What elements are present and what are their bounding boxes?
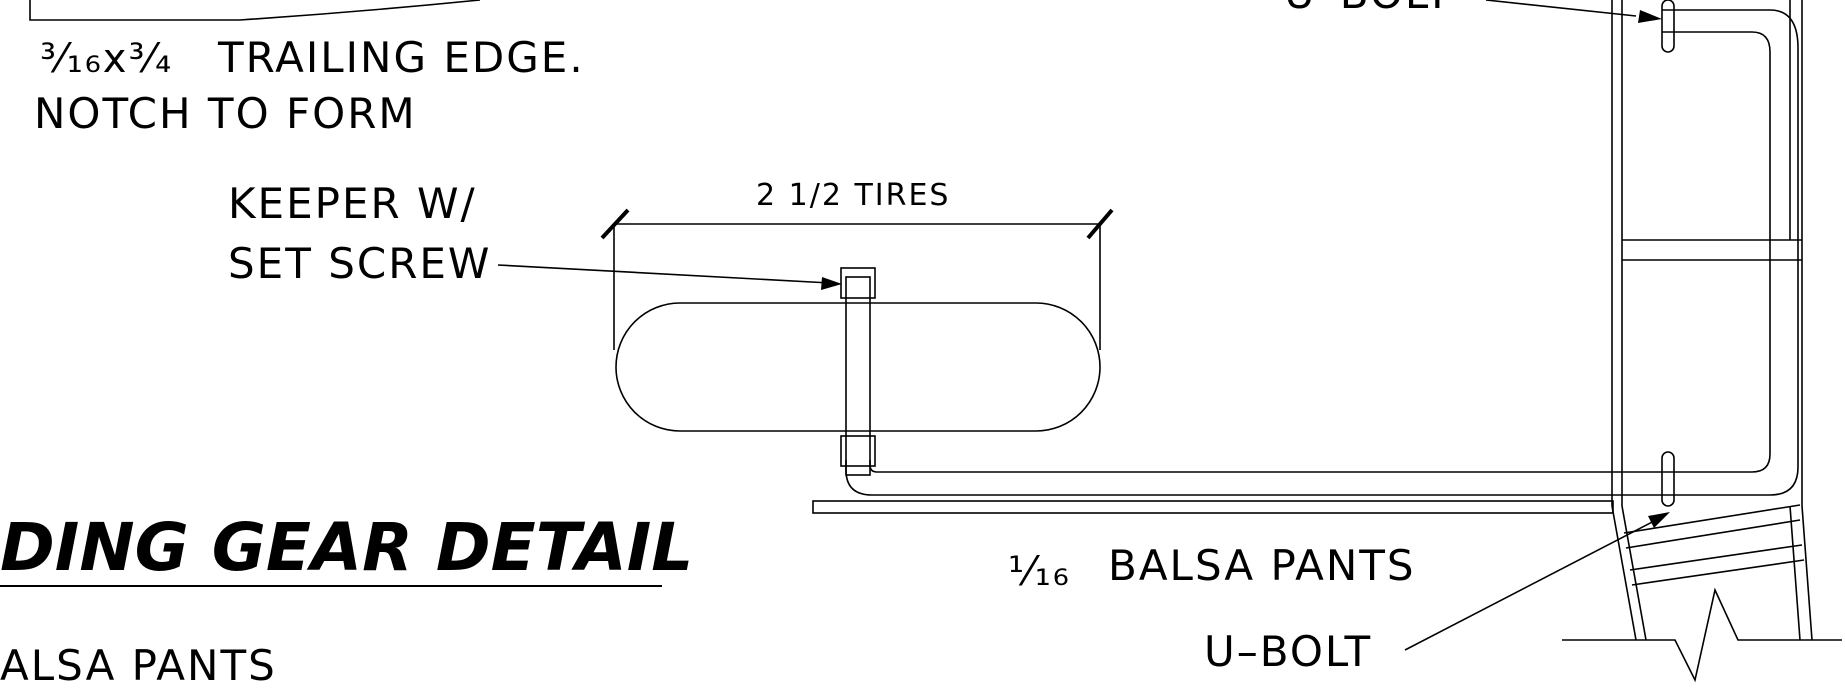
u-bolt-bottom-leader	[1404, 512, 1670, 651]
keeper-leader-arrow	[497, 264, 842, 290]
trailing-edge-outline	[29, 0, 481, 21]
axle-wire	[840, 267, 876, 476]
trailing-edge-label: TRAILING EDGE.	[217, 33, 585, 82]
fuselage-side	[1611, 0, 1813, 641]
drawing-title: DING GEAR DETAIL	[0, 509, 693, 586]
keeper-top	[840, 267, 876, 299]
u-bolt-top-leader	[1485, 0, 1662, 23]
u-bolt-bottom-shape	[1661, 451, 1675, 507]
balsa-pants-right-label: BALSA PANTS	[1108, 541, 1416, 590]
tire-dimension-line	[600, 208, 1114, 350]
break-line	[1562, 587, 1842, 683]
u-bolt-top-label: U–BOLT	[1284, 0, 1452, 18]
keeper-label-line1: KEEPER W/	[228, 179, 477, 228]
u-bolt-top-shape	[1661, 0, 1675, 53]
trailing-edge-fraction: ³⁄₁₆x³⁄₄	[40, 36, 173, 82]
keeper-label-line2: SET SCREW	[228, 239, 491, 288]
dimension-label: 2 1/2 TIRES	[756, 178, 950, 213]
u-bolt-bottom-label: U–BOLT	[1204, 627, 1372, 676]
notch-to-form-label: NOTCH TO FORM	[34, 89, 417, 138]
tire	[615, 302, 1101, 432]
keeper-bottom	[840, 435, 876, 467]
balsa-fraction: ¹⁄₁₆	[1008, 549, 1071, 595]
balsa-pants-plate	[812, 500, 1614, 514]
landing-gear-wire	[845, 9, 1799, 496]
balsa-pants-left-label: ALSA PANTS	[0, 641, 277, 690]
